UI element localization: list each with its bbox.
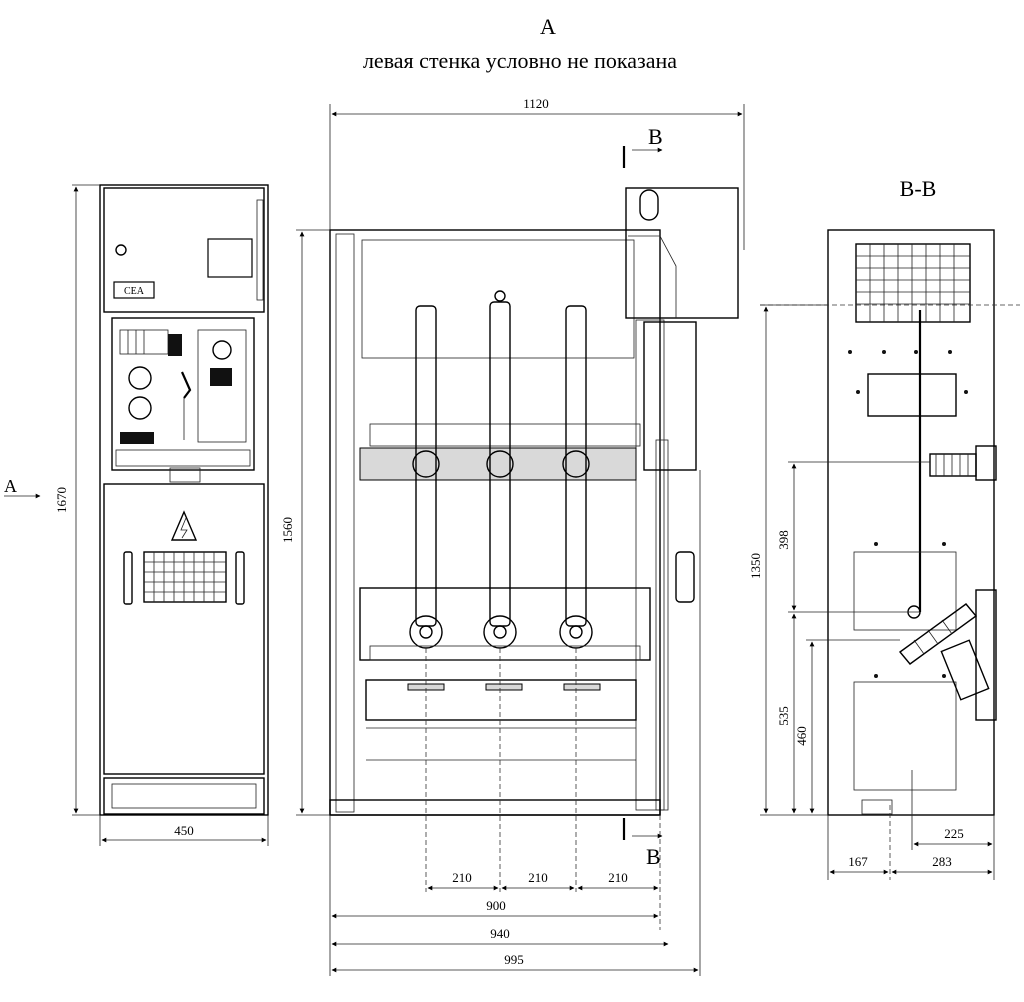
dim-995: 995 [504,952,524,967]
section-vent [855,243,971,323]
inner-panel-bottom [853,681,957,791]
relay-compartment [103,187,265,313]
dim-940: 940 [490,926,510,941]
busbar-bushing [867,373,957,417]
left-handle [123,551,133,605]
bushing-insulator [929,453,977,477]
earthing-switch [898,603,978,665]
dim-900: 900 [486,898,506,913]
on-button-icon [128,366,152,390]
relay-wire [628,235,677,318]
dim-283: 283 [932,854,952,869]
section-outline [827,229,995,816]
pole-2 [483,290,517,649]
dim-398: 398 [776,530,791,550]
side-duct [643,321,697,471]
front-cabinet-outline [99,184,269,816]
dim-450: 450 [174,823,194,838]
vent-grille [143,551,227,603]
dim-1560: 1560 [280,517,295,543]
dim-535: 535 [776,706,791,726]
front-view: CEA [4,184,269,846]
side-handle [675,551,695,603]
control-mechanism [197,329,247,443]
section-title: B-B [900,176,937,201]
relay-window [207,238,253,278]
truck-base [365,679,637,721]
dim-1120: 1120 [523,96,549,111]
latch [169,467,201,483]
dim-210-a: 210 [452,870,472,885]
inner-panel-top [853,551,957,631]
right-handle [235,551,245,605]
dim-210-c: 210 [608,870,628,885]
view-a-letter: A [540,14,556,39]
breaker-compartment [111,317,255,471]
panel-logo [113,281,155,299]
mechanism-dial-icon [212,340,232,360]
plate [120,432,154,444]
section-label-top: B [648,124,663,149]
dim-210-b: 210 [528,870,548,885]
operating-handle [180,371,192,399]
mechanism-label [210,368,232,386]
insulator-plate [359,447,637,481]
pole-1 [409,305,443,649]
panel-logo-text: CEA [124,286,145,297]
view-arrow-a-label: A [4,476,17,496]
cable-compartment-door [103,483,265,775]
warning-triangle-icon [170,510,198,541]
dim-460: 460 [794,726,809,746]
section-label-bottom: B [646,844,661,869]
side-view: 1120 B [280,96,745,976]
dim-225: 225 [944,826,964,841]
relay-box-viewport [639,189,659,221]
counter-display [168,334,182,356]
breaker-base [115,449,251,467]
bottom-plate [329,799,661,816]
dim-1350: 1350 [748,553,763,579]
section-view: B-B [748,176,1020,880]
cable-terminal [975,445,997,481]
busbar-compartment [361,239,635,359]
relay-box [625,187,739,319]
dim-167: 167 [848,854,868,869]
caption: левая стенка условно не показана [363,48,677,73]
side-cabinet-outline [329,229,661,816]
earthing-mechanism [975,589,997,721]
surge-arrester [940,639,990,701]
dim-1670: 1670 [54,487,69,513]
hinge-strip [256,199,264,301]
lightning-bolt-icon [180,517,188,539]
breaker-carriage [359,587,651,661]
off-button-icon [128,396,152,420]
plinth [103,777,265,815]
relay-lock-icon [115,244,127,256]
